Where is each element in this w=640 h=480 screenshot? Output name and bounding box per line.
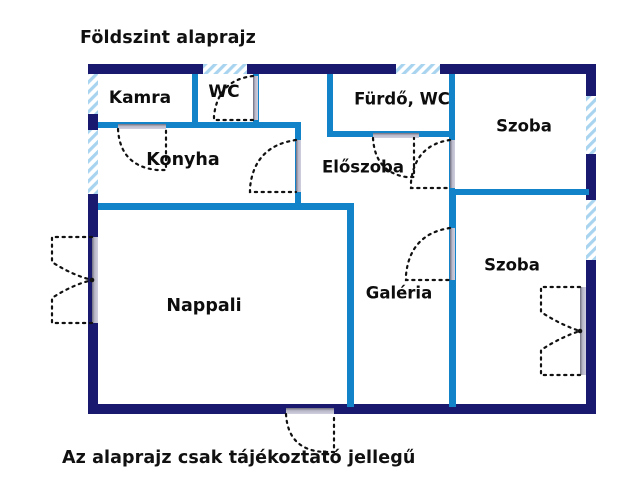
window-left-lower: [88, 130, 98, 194]
door-szoba-1: [409, 138, 455, 190]
window-right-lower: [586, 200, 596, 260]
windows: [88, 64, 596, 260]
room-label-kamra: Kamra: [108, 88, 172, 108]
room-label-eloszoba: Előszoba: [322, 157, 404, 177]
door-galeria: [404, 226, 455, 282]
door-konyha: [116, 124, 168, 172]
door-konyha-hall: [248, 138, 301, 194]
room-label-szoba-1: Szoba: [496, 116, 552, 136]
door-wc: [212, 74, 258, 122]
door-entry-bottom: [284, 408, 336, 454]
window-top-right: [396, 64, 440, 74]
door-entry-right: [539, 285, 586, 377]
window-right-upper: [586, 96, 596, 154]
disclaimer-text: Az alaprajz csak tájékoztató jellegű: [62, 448, 416, 468]
room-label-furdo-wc: Fürdő, WC: [354, 89, 450, 109]
door-eloszoba: [371, 133, 419, 179]
door-entry-left: [50, 235, 98, 325]
room-label-galeria: Galéria: [365, 283, 433, 303]
room-label-szoba-2: Szoba: [484, 255, 540, 275]
page-title: Földszint alaprajz: [80, 28, 256, 48]
window-left-upper: [88, 74, 98, 114]
room-label-wc: WC: [208, 82, 240, 102]
room-label-nappali: Nappali: [166, 296, 242, 316]
room-label-konyha: Konyha: [146, 150, 220, 170]
window-top-left: [203, 64, 247, 74]
